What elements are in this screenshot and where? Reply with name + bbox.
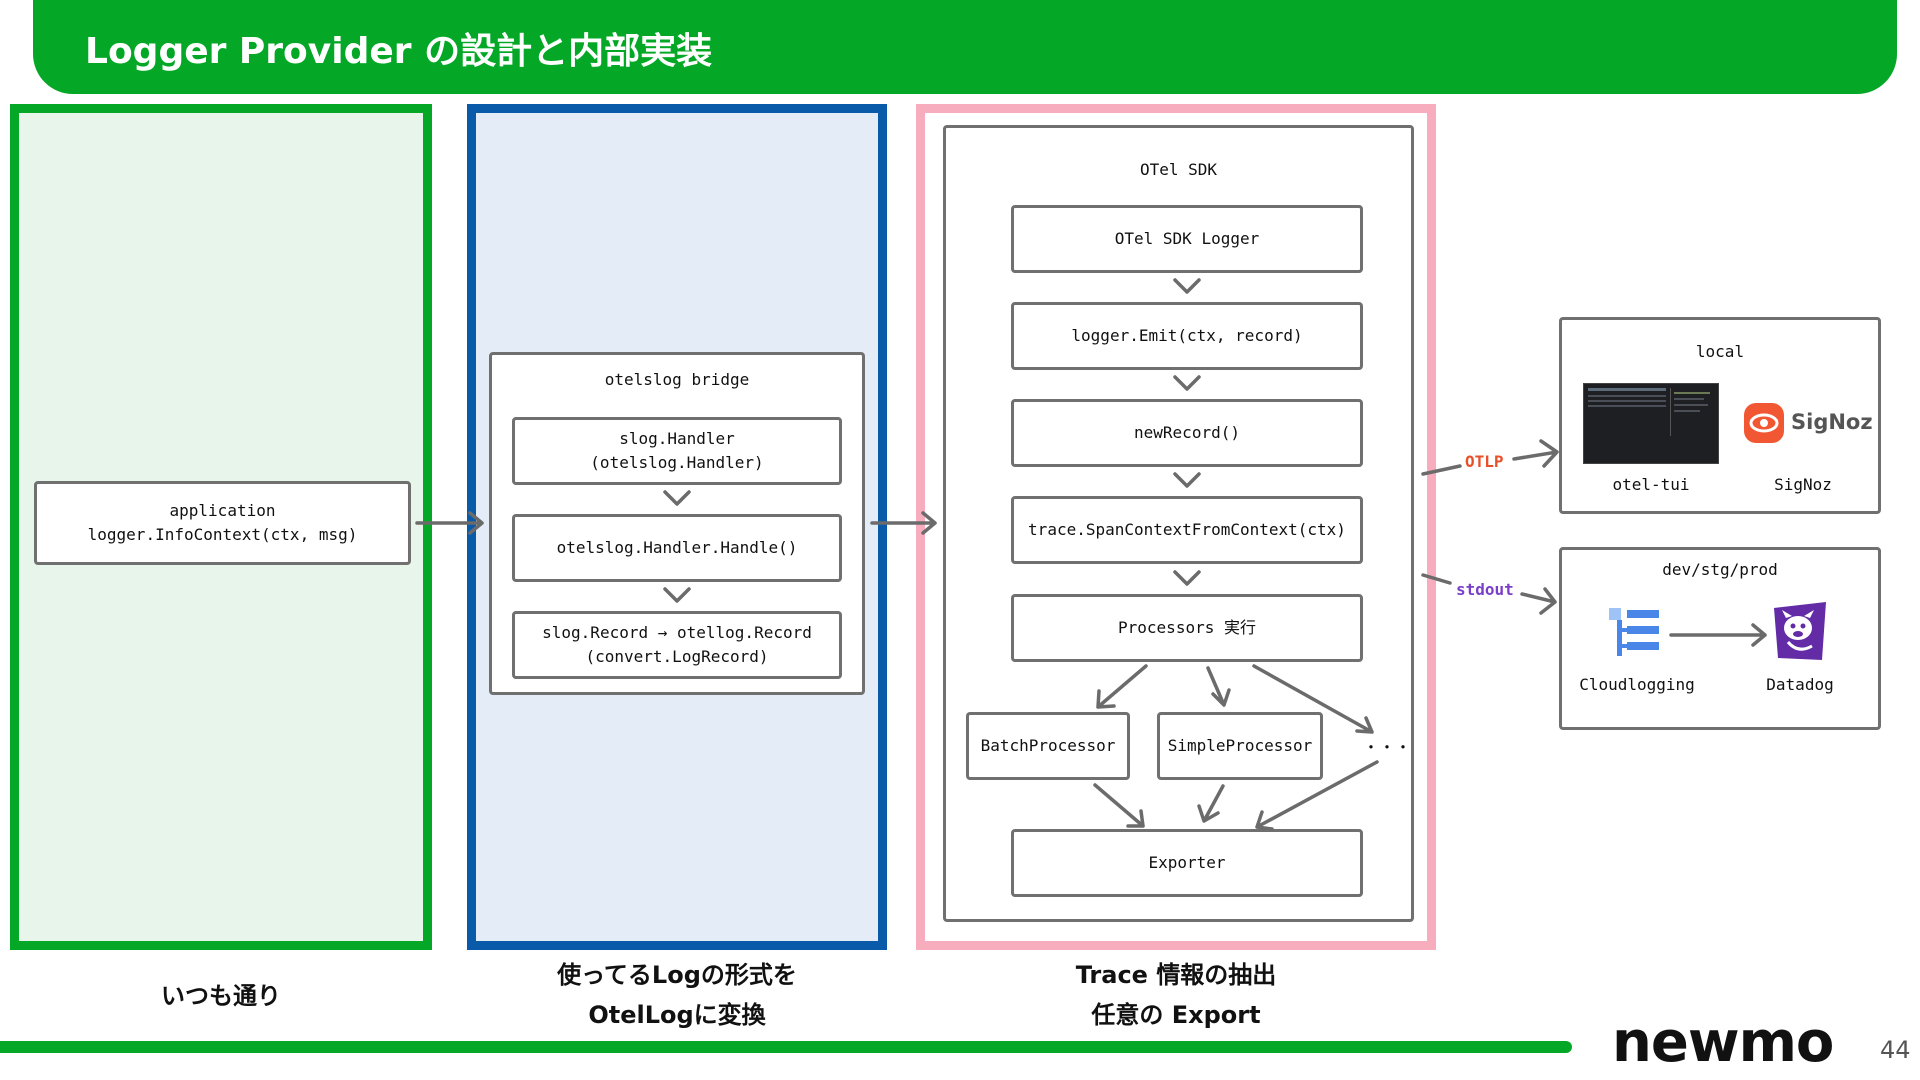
bridge-title: otelslog bridge — [604, 370, 750, 389]
datadog-label: Datadog — [1766, 675, 1834, 694]
arrow-ellipsis-to-exporter — [1255, 760, 1379, 831]
bridge-item-line: (otelslog.Handler) — [590, 453, 764, 472]
slide-title: Logger Provider の設計と内部実装 — [85, 31, 713, 72]
sdk-item-label: trace.SpanContextFromContext(ctx) — [1028, 520, 1346, 539]
bridge-item-line: slog.Handler — [619, 429, 735, 448]
chevron-sdk-4 — [1173, 570, 1201, 586]
newmo-logo: newmo — [1612, 1010, 1834, 1075]
datadog-icon — [1774, 602, 1826, 660]
remote-title: dev/stg/prod — [1662, 560, 1778, 579]
more-processors-ellipsis: ・・・ — [1362, 738, 1411, 757]
footer-bar — [0, 1041, 1572, 1053]
sdk-item-label: Processors 実行 — [1118, 618, 1256, 637]
chevron-sdk-2 — [1173, 375, 1201, 391]
application-call: logger.InfoContext(ctx, msg) — [87, 525, 358, 544]
sdk-item-label: newRecord() — [1134, 423, 1240, 442]
slide-header: Logger Provider の設計と内部実装 — [33, 0, 1897, 94]
sdk-item-label: logger.Emit(ctx, record) — [1071, 326, 1303, 345]
caption-green: いつも通り — [10, 976, 432, 1016]
sdk-title: OTel SDK — [1139, 160, 1218, 179]
otel-tui-label: otel-tui — [1612, 475, 1690, 494]
processor-label: SimpleProcessor — [1167, 736, 1313, 755]
exporter-label: Exporter — [1148, 853, 1226, 872]
arrow-otlp-line — [1421, 464, 1462, 476]
caption-blue-line2: OtelLogに変換 — [588, 1001, 766, 1029]
caption-pink: Trace 情報の抽出 任意の Export — [916, 955, 1436, 1035]
cloudlogging-label: Cloudlogging — [1579, 675, 1695, 694]
caption-pink-line2: 任意の Export — [1091, 1001, 1261, 1029]
caption-blue: 使ってるLogの形式を OtelLogに変換 — [467, 955, 887, 1035]
processor-label: BatchProcessor — [980, 736, 1116, 755]
arrow-otlp-head — [1512, 439, 1559, 468]
chevron-bridge-2 — [663, 587, 691, 603]
processor-box: SimpleProcessor — [1157, 712, 1323, 780]
caption-blue-line1: 使ってるLogの形式を — [557, 961, 797, 989]
local-title: local — [1695, 342, 1745, 361]
cloudlogging-icon — [1609, 608, 1659, 656]
signoz-label: SigNoz — [1774, 475, 1832, 494]
chevron-bridge-1 — [663, 490, 691, 506]
otel-tui-screenshot — [1583, 383, 1719, 464]
caption-pink-line1: Trace 情報の抽出 — [1075, 961, 1277, 989]
arrow-cloudlogging-to-datadog — [1669, 623, 1767, 647]
application-box: application logger.InfoContext(ctx, msg) — [34, 481, 411, 565]
otlp-label: OTLP — [1465, 452, 1504, 471]
arrow-stdout-head — [1520, 587, 1557, 615]
bridge-item-line: otelslog.Handler.Handle() — [556, 538, 798, 557]
chevron-sdk-3 — [1173, 472, 1201, 488]
bridge-item: slog.Record → otellog.Record (convert.Lo… — [512, 611, 842, 679]
sdk-item: logger.Emit(ctx, record) — [1011, 302, 1363, 370]
sdk-item: trace.SpanContextFromContext(ctx) — [1011, 496, 1363, 564]
bridge-item-line: slog.Record → otellog.Record — [542, 623, 812, 642]
bridge-item-line: (convert.LogRecord) — [585, 647, 769, 666]
signoz-logo-text: SigNoz — [1791, 410, 1873, 434]
processor-box: BatchProcessor — [966, 712, 1130, 780]
remote-output-frame: dev/stg/prod — [1559, 547, 1881, 730]
caption-green-text: いつも通り — [161, 982, 281, 1010]
arrow-to-batch — [1096, 664, 1148, 709]
arrow-batch-to-exporter — [1093, 783, 1145, 828]
arrow-to-simple — [1206, 666, 1231, 707]
exporter-box: Exporter — [1011, 829, 1363, 897]
sdk-item: newRecord() — [1011, 399, 1363, 467]
stdout-label: stdout — [1456, 580, 1514, 599]
chevron-sdk-1 — [1173, 278, 1201, 294]
signoz-eye-icon — [1744, 403, 1784, 443]
bridge-item: slog.Handler (otelslog.Handler) — [512, 417, 842, 485]
arrow-app-to-bridge — [415, 511, 484, 535]
arrow-simple-to-exporter — [1197, 784, 1225, 823]
sdk-item: OTel SDK Logger — [1011, 205, 1363, 273]
arrows — [415, 278, 1767, 831]
bridge-item: otelslog.Handler.Handle() — [512, 514, 842, 582]
application-label: application — [169, 501, 276, 520]
arrow-bridge-to-sdk — [870, 511, 937, 535]
sdk-item: Processors 実行 — [1011, 594, 1363, 662]
page-number: 44 — [1880, 1036, 1911, 1064]
sdk-item-label: OTel SDK Logger — [1114, 229, 1260, 248]
signoz-logo: SigNoz — [1743, 402, 1873, 444]
arrow-stdout-line — [1421, 573, 1452, 585]
arrow-to-ellipsis — [1252, 664, 1374, 734]
